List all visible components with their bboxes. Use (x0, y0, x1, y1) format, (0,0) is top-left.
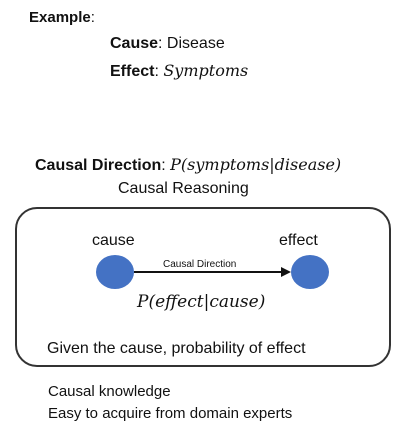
note-causal-knowledge: Causal knowledge (48, 383, 171, 400)
effect-value: Symptoms (163, 61, 249, 80)
cause-node-label: cause (92, 232, 135, 249)
diagram-caption: Given the cause, probability of effect (47, 340, 306, 357)
effect-value-prefix: : (154, 63, 164, 80)
probability-formula: P(effect|cause) (137, 292, 266, 312)
diagram-frame (15, 207, 391, 367)
example-heading: Example: (29, 9, 95, 26)
effect-label: Effect (110, 63, 155, 80)
example-effect-line: Effect: Symptoms (110, 61, 248, 81)
cause-value: : Disease (158, 35, 225, 52)
example-colon: : (90, 9, 95, 26)
cause-node (96, 255, 134, 289)
causal-direction-formula-prefix: : (161, 157, 171, 174)
edge-label: Causal Direction (163, 259, 237, 270)
example-cause-line: Cause: Disease (110, 35, 225, 53)
causal-direction-formula: P(symptoms|disease) (170, 155, 342, 174)
causal-direction-heading: Causal Direction: P(symptoms|disease) (35, 155, 341, 175)
causal-reasoning-subtitle: Causal Reasoning (118, 180, 249, 197)
example-title: Example (29, 9, 91, 26)
effect-node-label: effect (279, 232, 318, 249)
note-easy-to-acquire: Easy to acquire from domain experts (48, 405, 293, 422)
cause-label: Cause (110, 35, 159, 52)
causal-direction-label: Causal Direction (35, 157, 162, 174)
effect-node (291, 255, 329, 289)
